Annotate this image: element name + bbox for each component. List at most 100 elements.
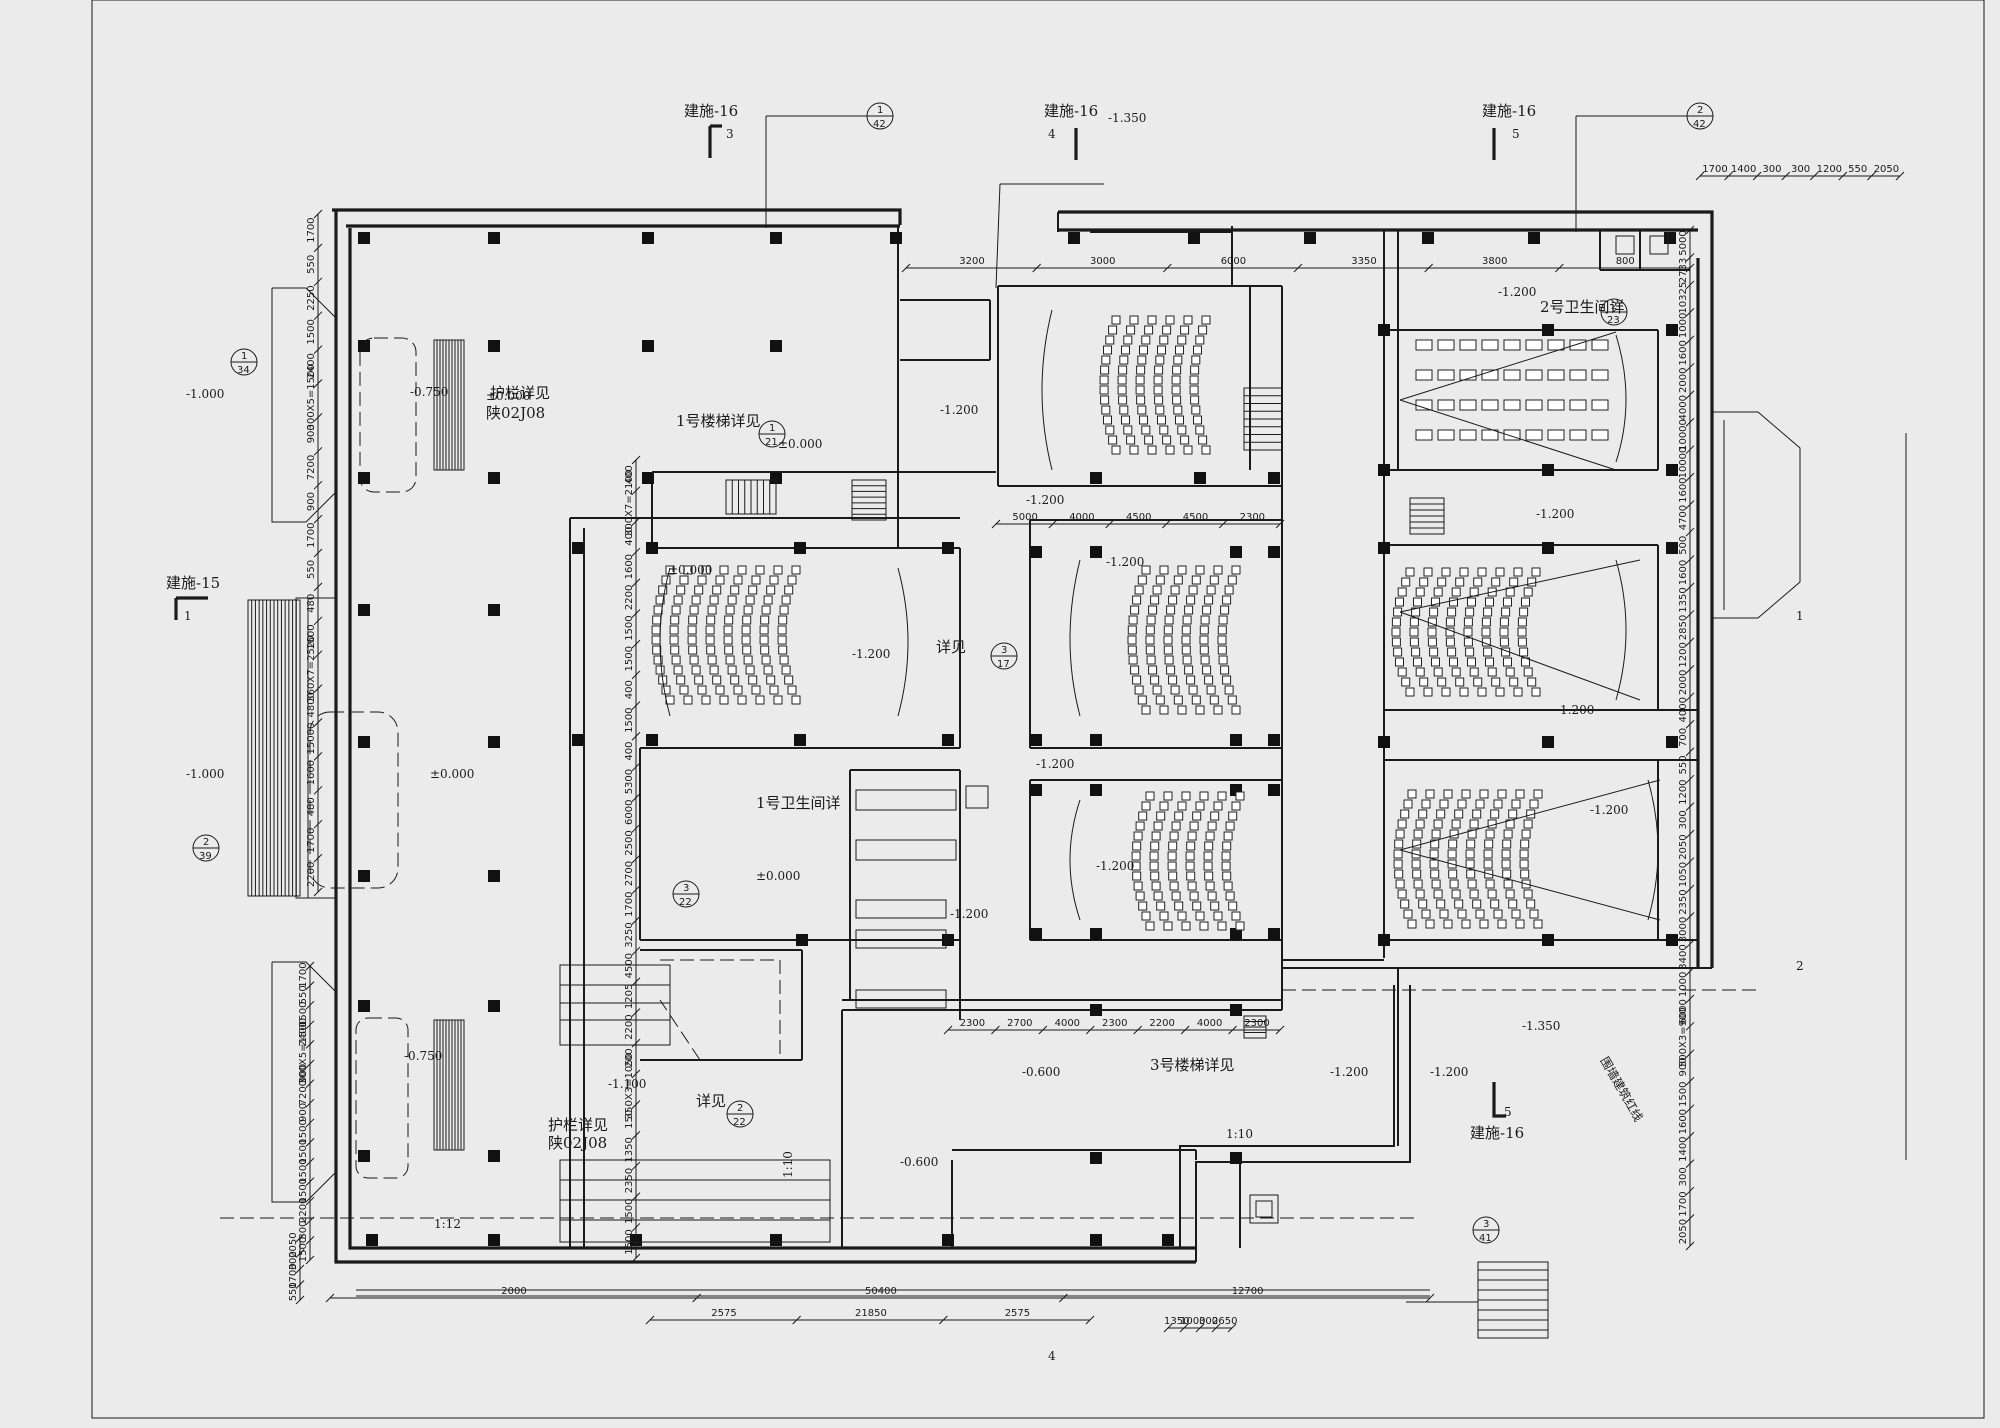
dim-right-value: 300 — [1678, 1167, 1689, 1186]
auditorium-seat — [673, 595, 683, 605]
auditorium-seat — [1421, 799, 1431, 809]
structural-column — [642, 232, 654, 244]
auditorium-seat — [787, 575, 797, 585]
auditorium-seat — [1436, 809, 1446, 819]
auditorium-seat — [1505, 889, 1515, 899]
dim-bottom-3-tick — [1179, 1323, 1189, 1333]
classroom-desk — [1437, 369, 1455, 381]
auditorium-seat — [1184, 605, 1194, 615]
classroom-desk — [1481, 399, 1499, 411]
structural-column — [1230, 734, 1242, 746]
dim-left-col-2-value: 900 — [298, 1064, 309, 1083]
auditorium-seat — [1433, 889, 1443, 899]
auditorium-seat — [1185, 861, 1195, 871]
auditorium-seat — [1204, 675, 1214, 685]
detail-ref-bottom: 42 — [873, 119, 886, 130]
auditorium-seat — [1186, 841, 1196, 851]
dim-center-tick — [631, 731, 641, 741]
auditorium-seat — [742, 615, 752, 625]
auditorium-seat — [1472, 809, 1482, 819]
auditorium-seat — [1141, 705, 1151, 715]
dim-bottom-3-value: 2650 — [1212, 1316, 1237, 1327]
dim-mid-row-value: 4000 — [1069, 512, 1094, 523]
dim-center-value: 150 — [624, 1110, 635, 1129]
dim-right-tick — [1685, 472, 1695, 482]
structural-column — [1378, 934, 1390, 946]
auditorium-seat — [1403, 909, 1413, 919]
auditorium-seat — [1451, 819, 1461, 829]
structural-column — [488, 232, 500, 244]
dim-left-col-tick — [313, 853, 323, 863]
auditorium-seat — [1515, 919, 1525, 929]
dim-bottom-2-value: 2575 — [1005, 1308, 1030, 1319]
auditorium-seat — [694, 675, 704, 685]
structural-column — [1230, 546, 1242, 558]
section-number: 5 — [1504, 1105, 1512, 1119]
auditorium-seat — [779, 655, 789, 665]
dim-left-col-value: 1600 — [306, 624, 317, 649]
section-ref: 建施-16 — [1044, 102, 1098, 120]
dim-center-tick — [631, 1100, 641, 1109]
auditorium-seat — [1425, 789, 1435, 799]
auditorium-seat — [1217, 791, 1227, 801]
auditorium-seat — [1501, 607, 1511, 617]
dim-center-tick — [631, 486, 641, 496]
auditorium-seat — [745, 665, 755, 675]
detail-ref-bottom: 17 — [997, 659, 1010, 670]
classroom-desk — [1569, 369, 1587, 381]
section-ref: 建施-16 — [1470, 1124, 1524, 1142]
auditorium-seat — [760, 645, 770, 655]
auditorium-seat — [1411, 859, 1421, 869]
auditorium-seat — [1413, 829, 1423, 839]
structural-column — [1666, 736, 1678, 748]
structural-column — [1230, 1004, 1242, 1016]
structural-column — [1090, 546, 1102, 558]
auditorium-seat — [1166, 605, 1176, 615]
auditorium-seat — [1405, 567, 1415, 577]
auditorium-seat — [1491, 677, 1501, 687]
auditorium-seat — [1411, 607, 1421, 617]
auditorium-seat — [759, 635, 769, 645]
auditorium-seat — [1447, 647, 1457, 657]
auditorium-seat — [1218, 655, 1228, 665]
auditorium-seat — [1495, 687, 1505, 697]
dim-left-col-2-value: 2400 — [298, 1021, 309, 1046]
dim-center-value: 2200 — [624, 1014, 635, 1039]
auditorium-seat — [701, 565, 711, 575]
section-number: 3 — [726, 127, 734, 141]
auditorium-seat — [1222, 675, 1232, 685]
auditorium-seat — [1200, 655, 1210, 665]
auditorium-seat — [1117, 375, 1127, 385]
dim-left-col-2-tick — [305, 1020, 315, 1030]
auditorium-seat — [1455, 677, 1465, 687]
auditorium-seat — [1169, 881, 1179, 891]
detail-ref-top: 1 — [877, 105, 883, 116]
auditorium-seat — [1128, 615, 1138, 625]
structural-column — [1268, 928, 1280, 940]
auditorium-seat — [1222, 871, 1232, 881]
auditorium-seat — [1439, 909, 1449, 919]
dim-top-right-value: 1200 — [1817, 164, 1842, 175]
dim-bottom-value: 50400 — [865, 1286, 897, 1297]
auditorium-seat — [1149, 851, 1159, 861]
auditorium-seat — [1457, 909, 1467, 919]
dim-right-tick — [1685, 884, 1695, 894]
auditorium-seat — [1209, 695, 1219, 705]
dim-center-value: 400 — [624, 742, 635, 761]
detail-ref-bottom: 41 — [1479, 1233, 1492, 1244]
axis-number: 1 — [1796, 609, 1804, 623]
auditorium-seat — [1204, 841, 1214, 851]
auditorium-seat — [1423, 687, 1433, 697]
auditorium-seat — [1171, 891, 1181, 901]
auditorium-seat — [777, 635, 787, 645]
dim-left-col-tick — [313, 616, 323, 626]
structural-column — [1030, 546, 1042, 558]
auditorium-seat — [1401, 577, 1411, 587]
structural-column — [796, 934, 808, 946]
auditorium-seat — [1499, 637, 1509, 647]
auditorium-seat — [1137, 695, 1147, 705]
auditorium-seat — [1521, 829, 1531, 839]
auditorium-seat — [1533, 919, 1543, 929]
dim-right-value: 10325 — [1678, 282, 1689, 314]
